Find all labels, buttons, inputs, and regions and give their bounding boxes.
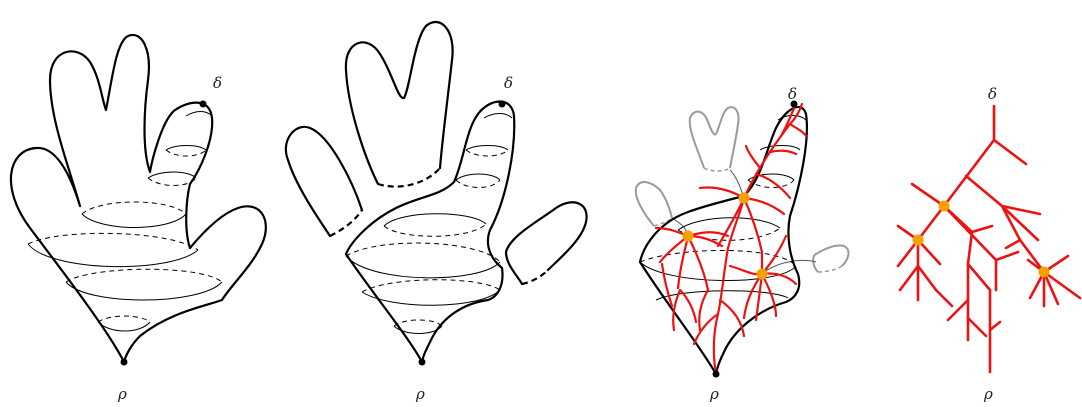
point-rho	[419, 359, 426, 366]
panel-tree: δ ρ	[898, 85, 1080, 403]
cut-piece-main	[346, 102, 514, 363]
branch-node	[1039, 267, 1050, 278]
detached-piece-right	[813, 245, 848, 272]
label-delta: δ	[504, 74, 513, 92]
surface-tree-branches	[656, 104, 806, 374]
cut-piece-right	[506, 202, 587, 284]
point-delta	[200, 101, 207, 108]
label-delta: δ	[788, 85, 797, 103]
level-rings	[28, 112, 222, 332]
detached-piece-left	[636, 182, 672, 226]
detached-piece-top	[690, 107, 739, 168]
branch-node	[757, 269, 768, 280]
point-rho	[713, 371, 720, 378]
label-rho: ρ	[709, 385, 719, 403]
cut-piece-left	[286, 127, 362, 236]
label-rho: ρ	[983, 385, 993, 403]
point-rho	[121, 359, 128, 366]
branch-node	[739, 193, 750, 204]
panel-cut-surface: δ ρ	[286, 22, 587, 403]
panel-surface-with-tree: δ ρ	[636, 85, 849, 403]
branch-node	[913, 235, 924, 246]
label-delta: δ	[988, 85, 997, 103]
label-rho: ρ	[117, 385, 127, 403]
panel-surface: δ ρ	[11, 35, 266, 403]
label-rho: ρ	[415, 385, 425, 403]
point-delta	[499, 101, 506, 108]
label-delta: δ	[213, 74, 222, 92]
surface-outline	[11, 35, 266, 362]
cut-piece-top	[346, 22, 453, 184]
branch-node	[683, 231, 694, 242]
tree-branches	[898, 106, 1080, 372]
branch-node	[939, 201, 950, 212]
tree-surface-rings	[640, 116, 806, 301]
